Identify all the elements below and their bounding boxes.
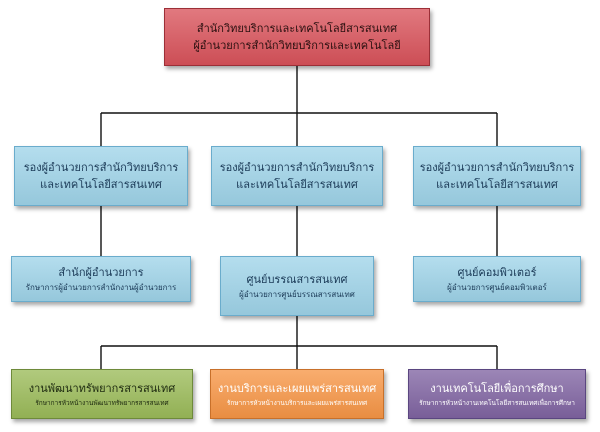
deputy-title-line2: และเทคโนโลยีสารสนเทศ bbox=[40, 178, 162, 191]
section-name: งานพัฒนาทรัพยากรสารสนเทศ bbox=[28, 381, 176, 395]
unit-box-director-office: สำนักผู้อำนวยการ รักษาการผู้อำนวยการสำนั… bbox=[11, 256, 191, 302]
director-office-name: สำนักวิทยบริการและเทคโนโลยีสารสนเทศ bbox=[196, 22, 398, 35]
section-head: รักษาการหัวหน้างานเทคโนโลยีสารสนเทศเพื่อ… bbox=[419, 398, 575, 407]
section-head: รักษาการหัวหน้างานบริการและเผยแพร่สารสนเ… bbox=[226, 398, 368, 407]
unit-head: ผู้อำนวยการศูนย์คอมพิวเตอร์ bbox=[447, 282, 547, 292]
section-name: งานเทคโนโลยีเพื่อการศึกษา bbox=[430, 381, 564, 395]
deputy-box-right: รองผู้อำนวยการสำนักวิทยบริการ และเทคโนโล… bbox=[413, 146, 581, 206]
deputy-title-line1: รองผู้อำนวยการสำนักวิทยบริการ bbox=[23, 161, 179, 174]
deputy-title-line2: และเทคโนโลยีสารสนเทศ bbox=[236, 178, 358, 191]
section-head: รักษาการหัวหน้างานพัฒนาทรัพยากรสารสนเทศ bbox=[35, 398, 169, 407]
unit-name: ศูนย์บรรณสารสนเทศ bbox=[246, 272, 348, 286]
deputy-box-left: รองผู้อำนวยการสำนักวิทยบริการ และเทคโนโล… bbox=[14, 146, 188, 206]
deputy-title-line2: และเทคโนโลยีสารสนเทศ bbox=[436, 178, 558, 191]
unit-head: รักษาการผู้อำนวยการสำนักงานผู้อำนวยการ bbox=[25, 282, 177, 292]
section-box-services: งานบริการและเผยแพร่สารสนเทศ รักษาการหัวห… bbox=[210, 369, 384, 419]
unit-name: สำนักผู้อำนวยการ bbox=[58, 265, 144, 279]
section-box-education-technology: งานเทคโนโลยีเพื่อการศึกษา รักษาการหัวหน้… bbox=[408, 369, 586, 419]
section-name: งานบริการและเผยแพร่สารสนเทศ bbox=[217, 381, 377, 395]
unit-box-library-center: ศูนย์บรรณสารสนเทศ ผู้อำนวยการศูนย์บรรณสา… bbox=[220, 256, 374, 316]
director-box: สำนักวิทยบริการและเทคโนโลยีสารสนเทศ ผู้อ… bbox=[164, 8, 430, 66]
unit-head: ผู้อำนวยการศูนย์บรรณสารสนเทศ bbox=[239, 289, 355, 299]
unit-box-computer-center: ศูนย์คอมพิวเตอร์ ผู้อำนวยการศูนย์คอมพิวเ… bbox=[413, 256, 581, 302]
deputy-box-middle: รองผู้อำนวยการสำนักวิทยบริการ และเทคโนโล… bbox=[211, 146, 383, 206]
unit-name: ศูนย์คอมพิวเตอร์ bbox=[457, 265, 537, 279]
director-title: ผู้อำนวยการสำนักวิทยบริการและเทคโนโลยี bbox=[193, 39, 401, 52]
deputy-title-line1: รองผู้อำนวยการสำนักวิทยบริการ bbox=[419, 161, 575, 174]
section-box-resource-development: งานพัฒนาทรัพยากรสารสนเทศ รักษาการหัวหน้า… bbox=[11, 369, 193, 419]
deputy-title-line1: รองผู้อำนวยการสำนักวิทยบริการ bbox=[219, 161, 375, 174]
